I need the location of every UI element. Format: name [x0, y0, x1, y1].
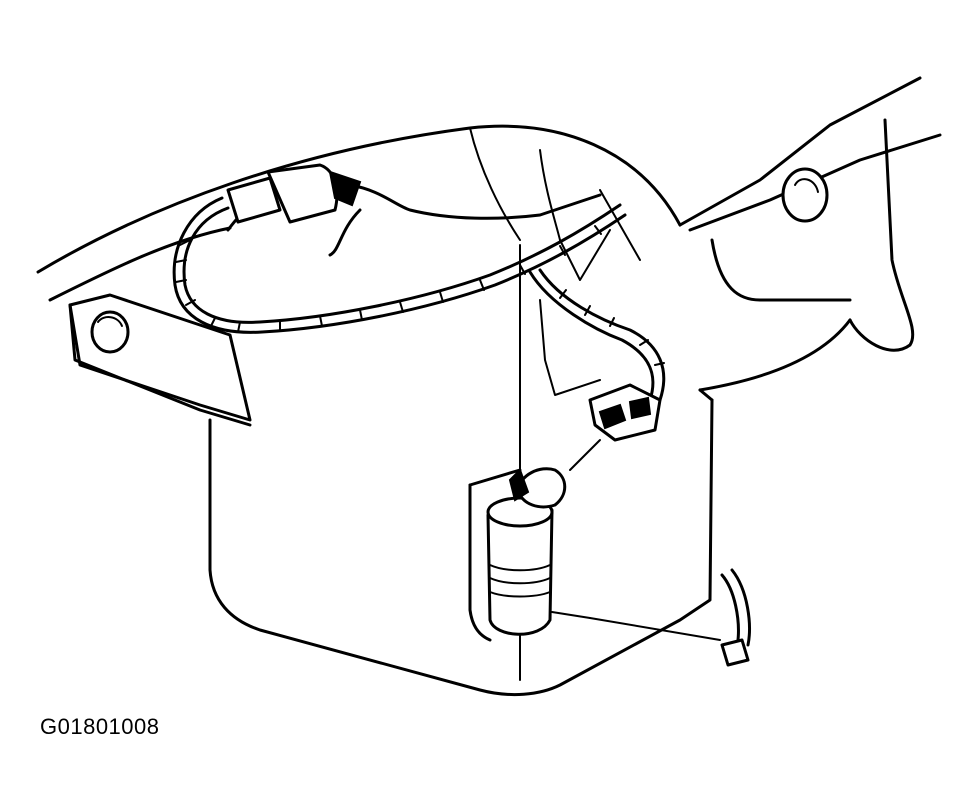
- mounting-bracket: [68, 293, 252, 427]
- washer-reservoir-tank: [208, 183, 714, 697]
- pump-connector: [569, 383, 662, 471]
- wiring-harness: [172, 196, 666, 402]
- level-sensor-connector: [226, 163, 362, 224]
- washer-pump: [468, 467, 721, 642]
- fender-structure: [36, 76, 942, 392]
- washer-hose: [720, 568, 751, 667]
- figure-code: G01801008: [40, 714, 160, 739]
